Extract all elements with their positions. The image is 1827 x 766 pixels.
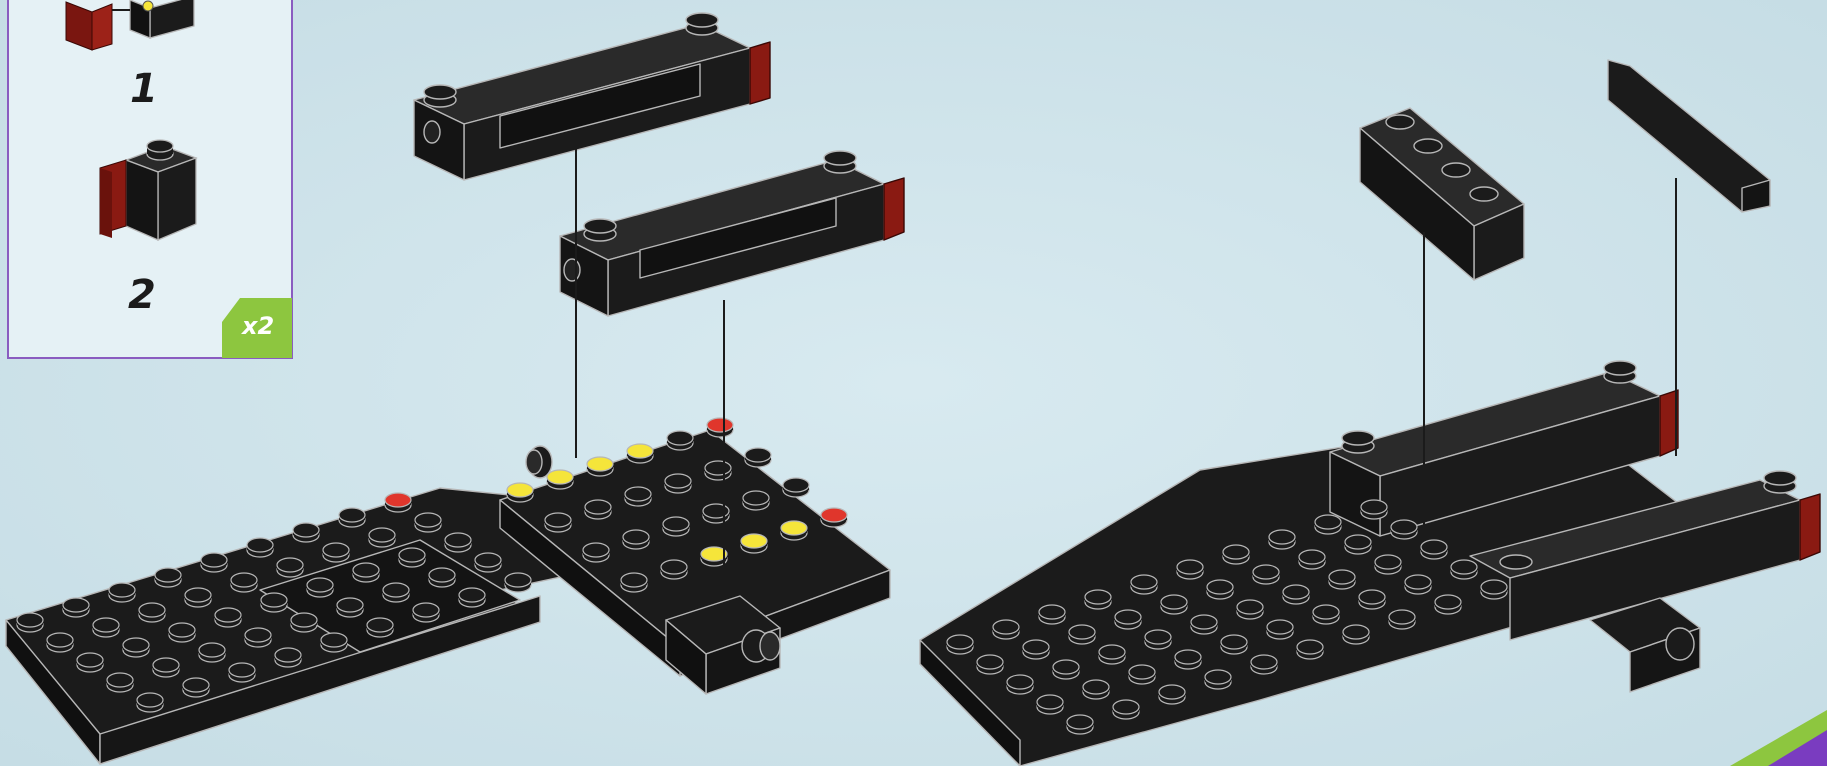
step-number-1: 1: [130, 66, 158, 112]
quantity-label: x2: [241, 312, 274, 340]
pin-icon: [526, 446, 552, 478]
sub-assembly-callout: 1 2 x2: [8, 0, 292, 358]
step-number-2: 2: [128, 272, 156, 318]
